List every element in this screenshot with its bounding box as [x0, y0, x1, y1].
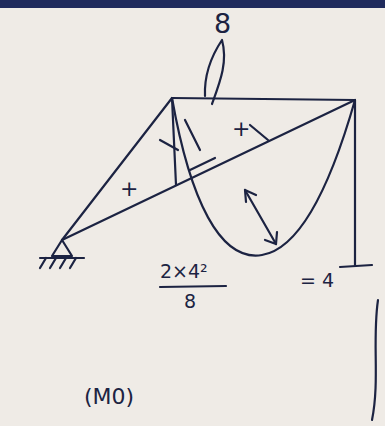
- hatch: [190, 158, 215, 170]
- sign-mark: +: [232, 118, 250, 140]
- diagram-top: [172, 98, 355, 100]
- hatch: [185, 120, 200, 150]
- formula-result: = 4: [300, 271, 334, 290]
- formula-numerator: 2×4²: [160, 262, 208, 281]
- brace: [372, 300, 378, 420]
- diagram-edge: [62, 98, 172, 240]
- sign-mark: +: [120, 178, 138, 200]
- parabola-curve: [172, 98, 355, 256]
- ground-hatch: [40, 258, 76, 268]
- pin-support: [52, 240, 72, 256]
- roller-support: [340, 265, 372, 267]
- callout-number: 8: [214, 10, 231, 37]
- arrow-head: [245, 190, 256, 202]
- top-band: [0, 0, 385, 8]
- hatch: [250, 125, 268, 140]
- formula-denominator: 8: [184, 292, 196, 311]
- hatch: [160, 140, 178, 150]
- arrow-head: [265, 232, 277, 244]
- column-line: [354, 100, 356, 265]
- fraction-bar: [160, 286, 226, 287]
- dimension-line: [245, 190, 276, 244]
- diagram-caption: (M0): [84, 386, 134, 408]
- leader-line: [205, 40, 224, 104]
